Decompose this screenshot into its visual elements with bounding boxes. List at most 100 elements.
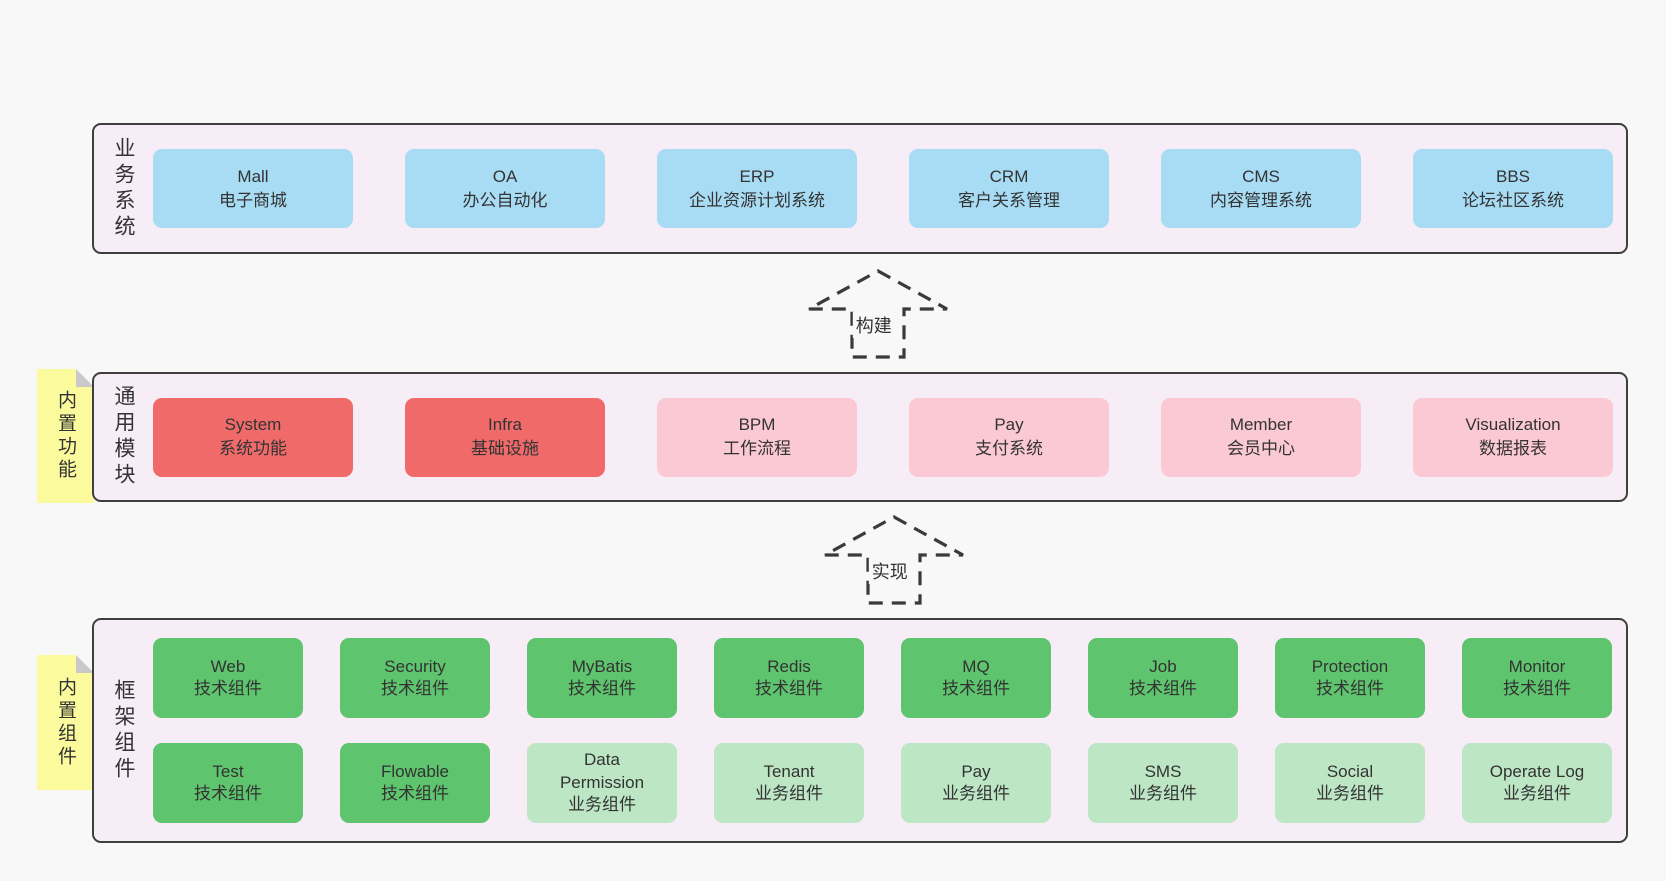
box-member: Member 会员中心	[1161, 397, 1361, 477]
up-arrow-icon	[824, 515, 964, 605]
section-title: 业务系统	[112, 136, 135, 241]
components-row-1: Web 技术组件 Security 技术组件 MyBatis 技术组件 Redi…	[153, 638, 1626, 718]
box-flowable: Flowable 技术组件	[340, 743, 490, 823]
box-title: MQ	[962, 656, 990, 676]
section-title: 框架组件	[112, 678, 135, 783]
box-title: Data Permission	[559, 750, 645, 792]
note-label: 内置组件	[55, 676, 76, 769]
box-security: Security 技术组件	[340, 638, 490, 718]
box-system: System 系统功能	[153, 397, 353, 477]
box-subtitle: 业务组件	[1503, 784, 1571, 803]
up-arrow-icon	[808, 269, 948, 359]
box-subtitle: 技术组件	[755, 679, 823, 698]
box-subtitle: 工作流程	[723, 439, 791, 458]
section-label-column: 通用模块	[94, 374, 153, 500]
box-subtitle: 内容管理系统	[1210, 190, 1312, 210]
box-subtitle: 技术组件	[381, 679, 449, 698]
box-monitor: Monitor 技术组件	[1462, 638, 1612, 718]
box-subtitle: 技术组件	[1316, 679, 1384, 698]
box-cms: CMS 内容管理系统	[1161, 149, 1361, 228]
sticky-note-builtin-components: 内置组件	[37, 655, 94, 790]
box-subtitle: 技术组件	[1129, 679, 1197, 698]
section-label-column: 业务系统	[94, 125, 153, 252]
box-subtitle: 业务组件	[568, 795, 636, 815]
box-title: Operate Log	[1489, 761, 1585, 781]
box-social: Social 业务组件	[1275, 743, 1425, 823]
box-title: OA	[492, 166, 518, 186]
box-subtitle: 企业资源计划系统	[689, 190, 825, 210]
box-title: Pay	[994, 415, 1024, 435]
box-job: Job 技术组件	[1088, 638, 1238, 718]
arrow-label: 实现	[868, 558, 911, 584]
box-title: Visualization	[1465, 415, 1561, 435]
box-title: Infra	[487, 415, 523, 435]
folded-corner-icon	[76, 369, 94, 387]
box-erp: ERP 企业资源计划系统	[657, 149, 857, 228]
box-subtitle: 基础设施	[471, 439, 539, 458]
box-subtitle: 业务组件	[1129, 784, 1197, 803]
box-subtitle: 技术组件	[381, 784, 449, 803]
box-pay-module: Pay 支付系统	[909, 397, 1109, 477]
box-bbs: BBS 论坛社区系统	[1413, 149, 1613, 228]
components-row-2: Test 技术组件 Flowable 技术组件 Data Permission …	[153, 743, 1626, 823]
box-title: Test	[212, 761, 244, 781]
box-data-permission: Data Permission 业务组件	[527, 743, 677, 823]
box-subtitle: 业务组件	[755, 784, 823, 803]
arrow-build: 构建	[806, 268, 950, 360]
box-operate-log: Operate Log 业务组件	[1462, 743, 1612, 823]
box-title: Redis	[767, 656, 811, 676]
box-subtitle: 技术组件	[942, 679, 1010, 698]
box-redis: Redis 技术组件	[714, 638, 864, 718]
box-visualization: Visualization 数据报表	[1413, 397, 1613, 477]
box-bpm: BPM 工作流程	[657, 397, 857, 477]
box-subtitle: 电子商城	[219, 190, 287, 210]
box-subtitle: 业务组件	[942, 784, 1010, 803]
box-subtitle: 数据报表	[1479, 439, 1547, 458]
box-subtitle: 技术组件	[194, 679, 262, 698]
box-subtitle: 技术组件	[1503, 679, 1571, 698]
box-title: Tenant	[763, 761, 815, 781]
box-test: Test 技术组件	[153, 743, 303, 823]
box-web: Web 技术组件	[153, 638, 303, 718]
box-subtitle: 办公自动化	[462, 190, 548, 210]
box-title: Monitor	[1508, 656, 1566, 676]
box-pay-component: Pay 业务组件	[901, 743, 1051, 823]
box-sms: SMS 业务组件	[1088, 743, 1238, 823]
box-protection: Protection 技术组件	[1275, 638, 1425, 718]
business-row: Mall 电子商城 OA 办公自动化 ERP 企业资源计划系统 CRM 客户关系…	[153, 149, 1626, 228]
box-subtitle: 支付系统	[975, 439, 1043, 458]
box-title: SMS	[1144, 761, 1182, 781]
arrow-label: 构建	[852, 312, 895, 338]
box-title: System	[224, 415, 282, 435]
box-title: Pay	[961, 761, 991, 781]
folded-corner-icon	[76, 655, 94, 673]
box-subtitle: 会员中心	[1227, 439, 1295, 458]
box-title: CMS	[1242, 166, 1280, 186]
box-crm: CRM 客户关系管理	[909, 149, 1109, 228]
box-title: Member	[1229, 415, 1293, 435]
box-mq: MQ 技术组件	[901, 638, 1051, 718]
box-subtitle: 系统功能	[219, 439, 287, 458]
box-subtitle: 技术组件	[568, 679, 636, 698]
arrow-implement: 实现	[822, 514, 966, 606]
note-label: 内置功能	[55, 390, 76, 482]
box-title: Job	[1149, 656, 1177, 676]
section-common-modules: 通用模块 System 系统功能 Infra 基础设施 BPM 工作流程 Pay	[92, 372, 1628, 502]
box-oa: OA 办公自动化	[405, 149, 605, 228]
box-title: Protection	[1311, 656, 1389, 676]
section-label-column: 框架组件	[94, 620, 153, 841]
section-business-systems: 业务系统 Mall 电子商城 OA 办公自动化 ERP 企业资源计划系统 CRM	[92, 123, 1628, 254]
box-title: Social	[1326, 761, 1374, 781]
section-title: 通用模块	[112, 385, 135, 489]
box-title: Mall	[237, 166, 269, 186]
box-title: Web	[210, 656, 246, 676]
box-mall: Mall 电子商城	[153, 149, 353, 228]
section-framework-components: 框架组件 Web 技术组件 Security 技术组件 MyBatis 技术组件…	[92, 618, 1628, 843]
box-title: ERP	[739, 166, 775, 186]
box-title: Security	[384, 656, 446, 676]
box-mybatis: MyBatis 技术组件	[527, 638, 677, 718]
box-subtitle: 业务组件	[1316, 784, 1384, 803]
box-subtitle: 技术组件	[194, 784, 262, 803]
sticky-note-builtin-features: 内置功能	[37, 369, 94, 503]
